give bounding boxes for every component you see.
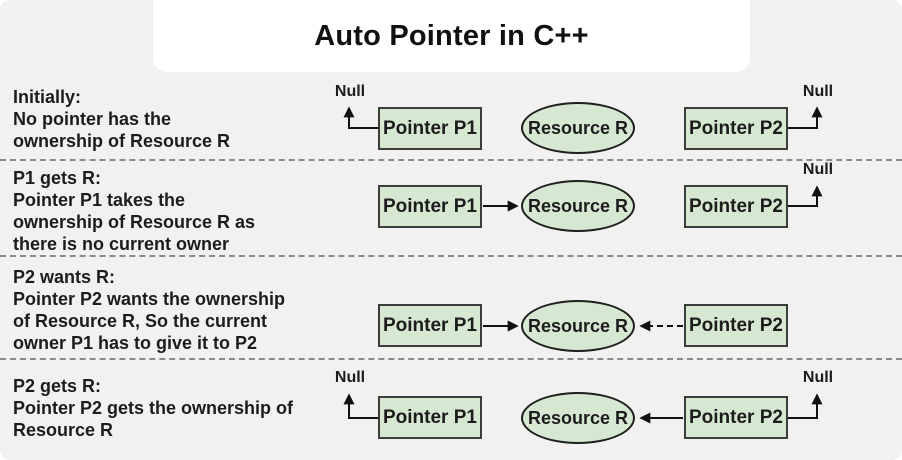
row1-pointer-p2-node: Pointer P2 bbox=[684, 107, 788, 150]
row-separator-3 bbox=[0, 358, 902, 360]
page-title: Auto Pointer in C++ bbox=[314, 19, 589, 52]
row-separator-1 bbox=[0, 159, 902, 161]
row1-p2-to-null-arrow bbox=[787, 106, 823, 129]
row4-null-label-left: Null bbox=[334, 369, 366, 386]
row2-null-label-right: Null bbox=[802, 161, 834, 178]
step-4-line: Resource R bbox=[13, 420, 114, 440]
step-3-line: Pointer P2 wants the ownership bbox=[13, 289, 286, 309]
row2-pointer-p1-node: Pointer P1 bbox=[378, 185, 482, 228]
step-3-heading: P2 wants R: bbox=[13, 267, 116, 287]
row2-resource-node: Resource R bbox=[521, 180, 635, 232]
row4-resource-node: Resource R bbox=[521, 392, 635, 444]
row-separator-2 bbox=[0, 255, 902, 257]
row3-pointer-p2-node: Pointer P2 bbox=[684, 304, 788, 347]
row4-p2-to-null-arrow bbox=[787, 393, 823, 419]
row2-p2-to-null-arrow bbox=[787, 185, 823, 207]
row1-null-label-right: Null bbox=[802, 83, 834, 100]
step-4-line: Pointer P2 gets the ownership of bbox=[13, 398, 294, 418]
step-1-line: No pointer has the bbox=[13, 109, 172, 129]
step-2-line: ownership of Resource R as bbox=[13, 212, 256, 232]
step-2-caption: P1 gets R: Pointer P1 takes the ownershi… bbox=[13, 167, 255, 255]
row4-pointer-p1-node: Pointer P1 bbox=[378, 396, 482, 439]
row1-resource-node: Resource R bbox=[521, 102, 635, 154]
step-1-line: ownership of Resource R bbox=[13, 131, 231, 151]
row3-pointer-p1-node: Pointer P1 bbox=[378, 304, 482, 347]
row4-p1-to-null-arrow bbox=[343, 393, 379, 419]
step-3-line: of Resource R, So the current bbox=[13, 311, 268, 331]
step-4-heading: P2 gets R: bbox=[13, 376, 102, 396]
row3-resource-node: Resource R bbox=[521, 300, 635, 352]
step-3-line: owner P1 has to give it to P2 bbox=[13, 333, 258, 353]
row4-pointer-p2-node: Pointer P2 bbox=[684, 396, 788, 439]
row2-pointer-p2-node: Pointer P2 bbox=[684, 185, 788, 228]
step-1-caption: Initially: No pointer has the ownership … bbox=[13, 86, 230, 152]
row1-null-label-left: Null bbox=[334, 83, 366, 100]
step-2-heading: P1 gets R: bbox=[13, 168, 102, 188]
row4-null-label-right: Null bbox=[802, 369, 834, 386]
step-1-heading: Initially: bbox=[13, 87, 82, 107]
step-2-line: there is no current owner bbox=[13, 234, 230, 254]
title-card: Auto Pointer in C++ bbox=[153, 0, 750, 72]
step-3-caption: P2 wants R: Pointer P2 wants the ownersh… bbox=[13, 266, 285, 354]
step-4-caption: P2 gets R: Pointer P2 gets the ownership… bbox=[13, 375, 293, 441]
step-2-line: Pointer P1 takes the bbox=[13, 190, 186, 210]
row1-pointer-p1-node: Pointer P1 bbox=[378, 107, 482, 150]
row1-p1-to-null-arrow bbox=[343, 106, 379, 129]
